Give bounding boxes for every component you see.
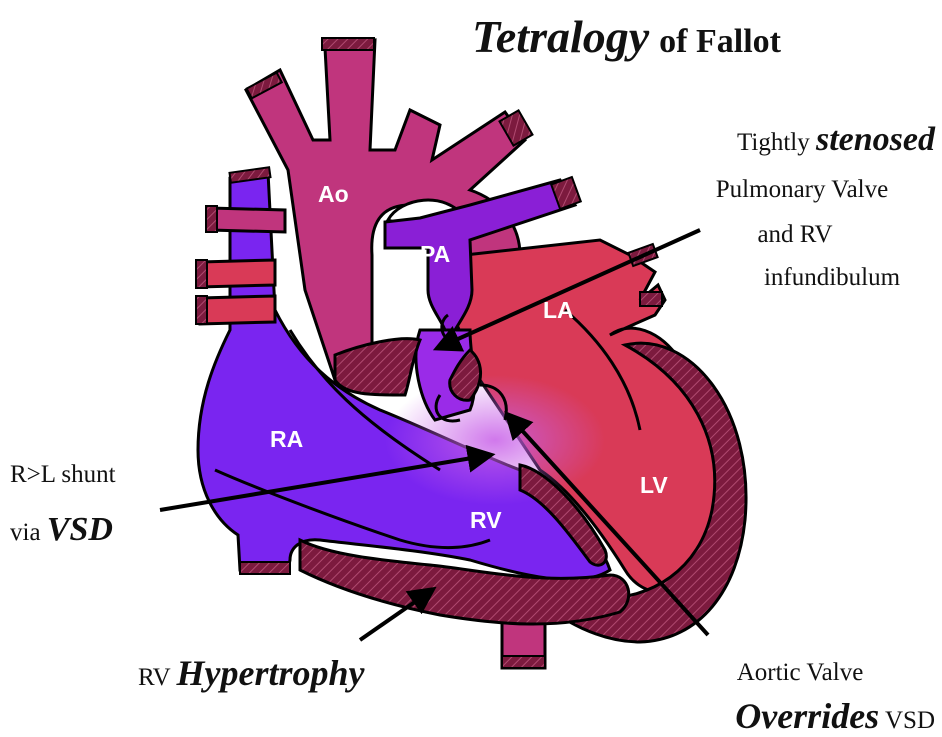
shunt-line-2: via VSD xyxy=(10,511,113,548)
pv-cut-1 xyxy=(206,206,217,232)
label-rv: RV xyxy=(470,507,502,533)
pulmonary-vessel-3 xyxy=(200,296,275,324)
pulmonary-vessel-2 xyxy=(200,260,275,287)
stenosis-text-b: stenosed xyxy=(815,121,936,158)
pv-cut-2 xyxy=(196,260,207,288)
override-text-b: VSD xyxy=(879,707,935,734)
shunt-line-1: R>L shunt xyxy=(10,461,116,488)
label-ra: RA xyxy=(270,426,303,452)
pulmonary-vein-cut-2 xyxy=(640,292,662,306)
shunt-text-b: VSD xyxy=(47,511,113,548)
descending-aorta-cut-end xyxy=(502,656,545,668)
hypertrophy-text-b: Hypertrophy xyxy=(176,653,366,693)
aorta-branch-cut-2 xyxy=(322,38,374,50)
override-text-a: Overrides xyxy=(735,696,879,736)
override-line-1: Aortic Valve xyxy=(737,659,864,686)
hypertrophy-label: RV Hypertrophy xyxy=(138,653,366,693)
stenosis-line-1: Tightly stenosed xyxy=(737,121,936,158)
stenosis-line-2: Pulmonary Valve xyxy=(716,176,888,203)
title-rest: of Fallot xyxy=(659,23,781,60)
hypertrophy-text-a: RV xyxy=(138,664,177,691)
ivc-cut xyxy=(240,562,290,574)
stenosis-line-4: infundibulum xyxy=(764,264,901,291)
label-la: LA xyxy=(543,297,574,323)
pulmonary-vessel-1 xyxy=(210,208,285,232)
stenosis-text-a: Tightly xyxy=(737,129,816,156)
stenosis-line-3: and RV xyxy=(757,221,832,248)
override-line-2: Overrides VSD xyxy=(735,696,935,736)
pv-cut-3 xyxy=(196,296,207,324)
label-pa: PA xyxy=(420,241,450,267)
title-main: Tetralogy xyxy=(472,11,650,62)
shunt-text-a: via xyxy=(10,519,47,546)
label-lv: LV xyxy=(640,472,668,498)
label-ao: Ao xyxy=(318,181,349,207)
